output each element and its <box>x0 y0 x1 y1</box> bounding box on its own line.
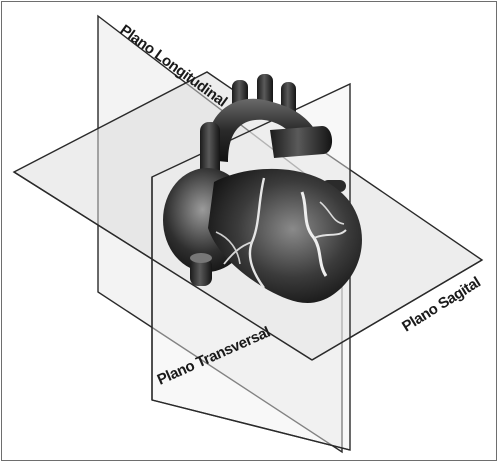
diagram-frame: Plano Longitudinal Plano Transversal Pla… <box>1 1 497 461</box>
heart-planes-diagram: Plano Longitudinal Plano Transversal Pla… <box>2 2 496 460</box>
